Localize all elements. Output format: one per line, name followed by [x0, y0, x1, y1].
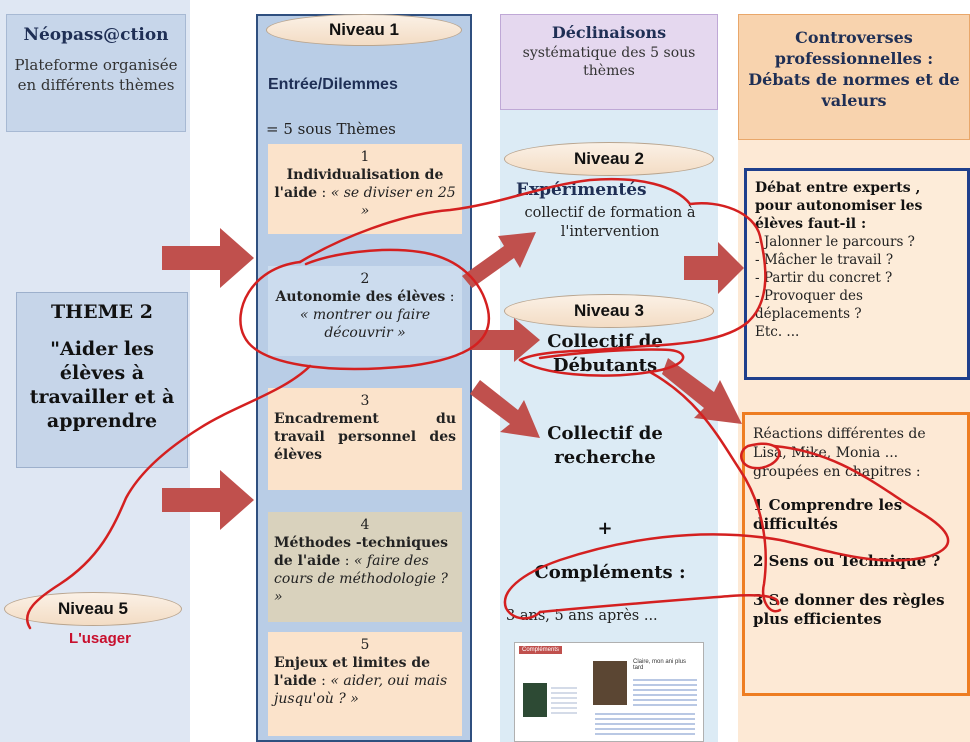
niveau1-badge: Niveau 1 — [266, 14, 462, 46]
subtheme-2-title: Autonomie des élèves — [275, 289, 446, 305]
debate-item: - Mâcher le travail ? — [755, 252, 894, 268]
subtheme-5-quote: « aider, oui mais jusqu'où ? » — [274, 673, 448, 707]
arrow-col1-to-col2-top — [162, 228, 254, 288]
col3-header: Déclinaisons systématique des 5 sous thè… — [500, 14, 718, 110]
debate-item: Etc. ... — [755, 324, 800, 340]
complements-thumbnail: Compléments Claire, mon ani plus tard — [514, 642, 704, 742]
arrow-to-recherche — [470, 380, 540, 438]
subtheme-2: 2 Autonomie des élèves : « montrer ou fa… — [268, 266, 462, 356]
col3-header-title: Déclinaisons — [551, 23, 667, 42]
subtheme-4-number: 4 — [360, 517, 370, 533]
debate-intro: Débat entre experts , pour autonomiser l… — [755, 180, 923, 232]
debate-item: - Jalonner le parcours ? — [755, 234, 915, 250]
col4-header: Controverses professionnelles : Débats d… — [738, 14, 970, 140]
subtheme-5-title: Enjeux et limites de l'aide — [274, 655, 431, 689]
thumbnail-video-left — [523, 683, 547, 717]
thumbnail-tab: Compléments — [519, 646, 563, 654]
arrow-col1-to-col2-bottom — [162, 470, 254, 530]
col2-header-sub: = 5 sous Thèmes — [266, 120, 396, 138]
theme-title: THEME 2 — [51, 301, 153, 323]
arrow-to-debate — [684, 242, 744, 294]
subtheme-5: 5 Enjeux et limites de l'aide : « aider,… — [268, 632, 462, 736]
subtheme-3: 3 Encadrement du travail personnel des é… — [268, 388, 462, 490]
reactions-intro: Réactions différentes de Lisa, Mike, Mon… — [753, 426, 926, 480]
thumbnail-text-left — [551, 687, 577, 717]
column-1: Néopass@ction Plateforme organisée en di… — [0, 0, 190, 742]
reactions-box: Réactions différentes de Lisa, Mike, Mon… — [742, 412, 970, 696]
col3-header-sub: systématique des 5 sous thèmes — [522, 45, 696, 79]
subtheme-2-quote: « montrer ou faire découvrir » — [299, 307, 431, 341]
chapter-1: 1 Comprendre les difficultés — [753, 496, 903, 533]
complements-sub: 3 ans, 5 ans après ... — [506, 608, 658, 624]
arrow-to-niveau3 — [470, 318, 540, 362]
subtheme-1-number: 1 — [360, 149, 370, 165]
subtheme-2-number: 2 — [360, 271, 370, 287]
niveau5-badge: Niveau 5 — [4, 592, 182, 626]
theme-box: THEME 2 "Aider les élèves à travailler e… — [16, 292, 188, 468]
niveau5-subtitle: L'usager — [69, 630, 131, 647]
niveau2-badge: Niveau 2 — [504, 142, 714, 176]
subtheme-1: 1 Individualisation de l'aide : « se div… — [268, 144, 462, 234]
complements-title: Compléments : — [534, 562, 686, 583]
theme-quote: "Aider les élèves à travailler et à appr… — [29, 338, 175, 432]
col2-header-title: Entrée/Dilemmes — [268, 76, 398, 93]
subtheme-4: 4 Méthodes -techniques de l'aide : « fai… — [268, 512, 462, 622]
thumbnail-video-right — [593, 661, 627, 705]
plus-sign: + — [597, 518, 613, 539]
debate-item: - Provoquer des déplacements ? — [755, 288, 863, 322]
debate-box: Débat entre experts , pour autonomiser l… — [744, 168, 970, 380]
arrow-to-niveau2 — [462, 232, 536, 288]
col1-header-title: Néopass@ction — [23, 25, 169, 45]
subtheme-1-quote: « se diviser en 25 » — [330, 185, 456, 219]
subtheme-3-number: 3 — [360, 393, 370, 409]
subtheme-5-number: 5 — [360, 637, 370, 653]
col1-header-subtitle: Plateforme organisée en différents thème… — [14, 56, 178, 94]
arrow-to-reactions — [662, 358, 742, 424]
experimentes-sub: collectif de formation à l'intervention — [524, 205, 696, 240]
subtheme-3-title: Encadrement du travail personnel des élè… — [274, 411, 456, 463]
col1-header: Néopass@ction Plateforme organisée en di… — [6, 14, 186, 132]
column-4: Controverses professionnelles : Débats d… — [738, 14, 970, 742]
thumbnail-title: Claire, mon ani plus tard — [633, 659, 687, 671]
experimentes-title: Expérimentés — [516, 180, 647, 200]
thumbnail-link-list — [633, 679, 697, 709]
collectif-debutants: Collectif de Débutants — [547, 331, 663, 376]
thumbnail-link-list-bottom — [595, 713, 695, 737]
debate-item: - Partir du concret ? — [755, 270, 893, 286]
chapter-2: 2 Sens ou Technique ? — [753, 552, 941, 570]
column-2: Niveau 1 Entrée/Dilemmes = 5 sous Thèmes… — [256, 14, 472, 742]
chapter-3: 3 Se donner des règles plus efficientes — [753, 591, 945, 628]
collectif-recherche: Collectif de recherche — [547, 423, 663, 468]
